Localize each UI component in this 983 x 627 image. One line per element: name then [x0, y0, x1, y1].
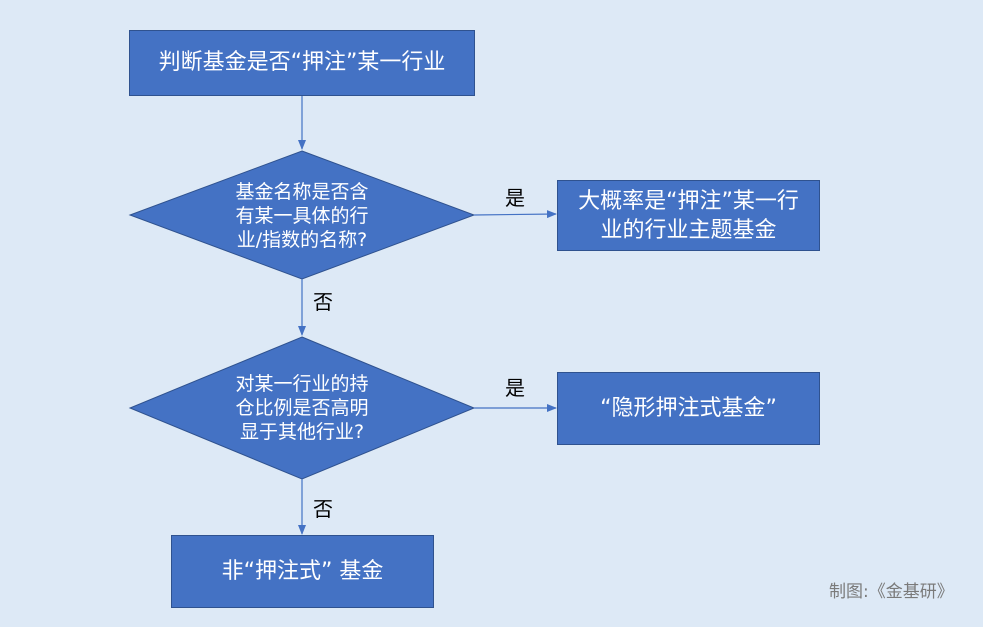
decision2-line-2: 仓比例是否高明 — [235, 397, 369, 419]
decision1-no-label: 否 — [313, 290, 333, 314]
decision1-yes-label: 是 — [505, 186, 525, 210]
decision2-line-3: 显于其他行业? — [239, 421, 365, 443]
credit-text: 制图:《金基研》 — [829, 582, 954, 602]
result3-text: 非“押注式” 基金 — [221, 558, 384, 584]
start-box-text: 判断基金是否“押注”某一行业 — [158, 50, 446, 75]
decision1-line-1: 基金名称是否含 — [235, 181, 369, 203]
result1-line-2: 业的行业主题基金 — [600, 217, 777, 243]
start-box: 判断基金是否“押注”某一行业 — [129, 30, 475, 96]
decision2-line-1: 对某一行业的持 — [235, 373, 369, 395]
decision1-line-2: 有某一具体的行 — [235, 205, 369, 227]
result1-box: 大概率是“押注”某一行 业的行业主题基金 — [557, 180, 820, 251]
result3-box: 非“押注式” 基金 — [171, 535, 434, 608]
decision1-line-3: 业/指数的名称? — [236, 229, 368, 251]
decision2-yes-label: 是 — [505, 376, 525, 400]
result2-text: “隐形押注式基金” — [600, 395, 777, 421]
decision2-no-label: 否 — [313, 497, 333, 521]
decision1-text: 基金名称是否含 有某一具体的行 业/指数的名称? — [202, 180, 402, 252]
result1-line-1: 大概率是“押注”某一行 — [578, 188, 799, 214]
result2-box: “隐形押注式基金” — [557, 372, 820, 445]
decision2-text: 对某一行业的持 仓比例是否高明 显于其他行业? — [202, 372, 402, 444]
arrow-decision1-yes — [473, 210, 557, 219]
